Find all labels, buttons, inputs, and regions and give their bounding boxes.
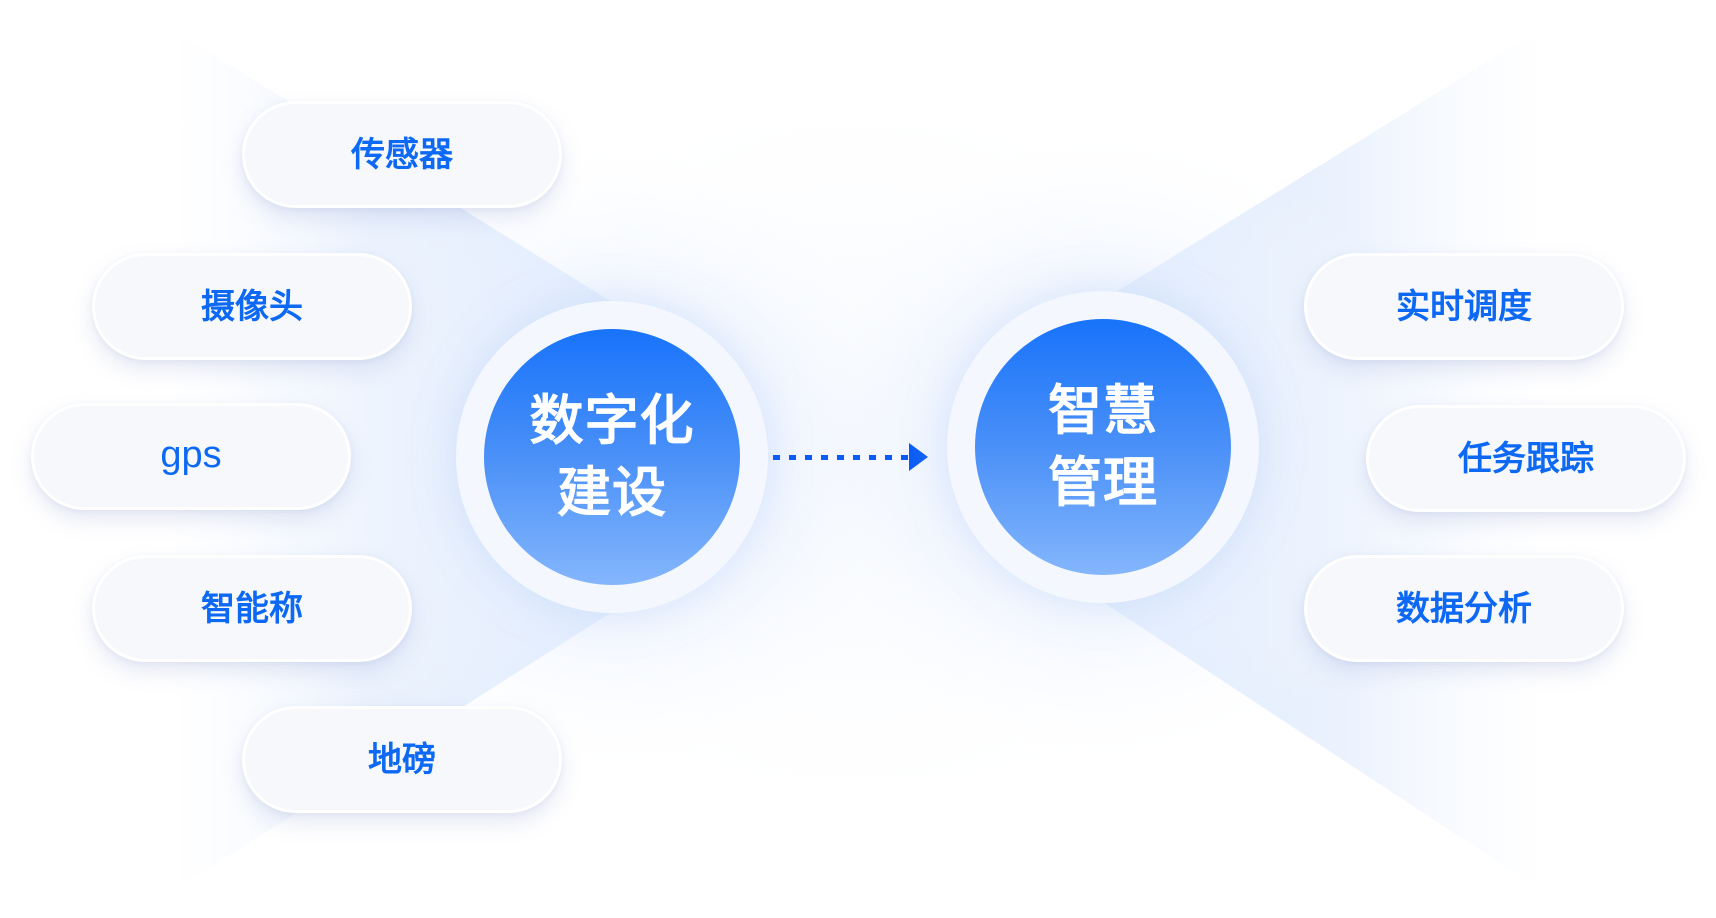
hub-title-line: 管理 [1048,451,1158,514]
hub-digital-construction-core[interactable]: 数字化 建设 [484,329,740,585]
hub-digital-construction: 数字化 建设 [456,301,768,613]
pill-label: 地磅 [368,739,436,780]
input-pill-gps[interactable]: gps [31,403,351,510]
hub-smart-management-core[interactable]: 智慧 管理 [975,319,1231,575]
input-pill-camera[interactable]: 摄像头 [92,253,412,360]
input-pill-smart-scale[interactable]: 智能称 [92,555,412,662]
hub-title-line: 建设 [557,461,667,524]
pill-label: 摄像头 [201,286,303,327]
input-pill-weighbridge[interactable]: 地磅 [242,706,562,813]
output-pill-realtime-dispatch[interactable]: 实时调度 [1304,253,1624,360]
pill-label: 数据分析 [1396,588,1532,629]
pill-label: 传感器 [351,134,453,175]
hub-title-line: 数字化 [529,389,695,452]
output-pill-data-analysis[interactable]: 数据分析 [1304,555,1624,662]
hub-title-line: 智慧 [1048,379,1158,442]
pill-label: 智能称 [201,588,303,629]
pill-label: 任务跟踪 [1458,438,1594,479]
hub-smart-management: 智慧 管理 [947,291,1259,603]
pill-label: 实时调度 [1396,286,1532,327]
input-pill-sensor[interactable]: 传感器 [242,101,562,208]
pill-label: gps [160,433,222,476]
output-pill-task-tracking[interactable]: 任务跟踪 [1366,405,1686,512]
dotted-arrow-right-icon [773,443,928,471]
